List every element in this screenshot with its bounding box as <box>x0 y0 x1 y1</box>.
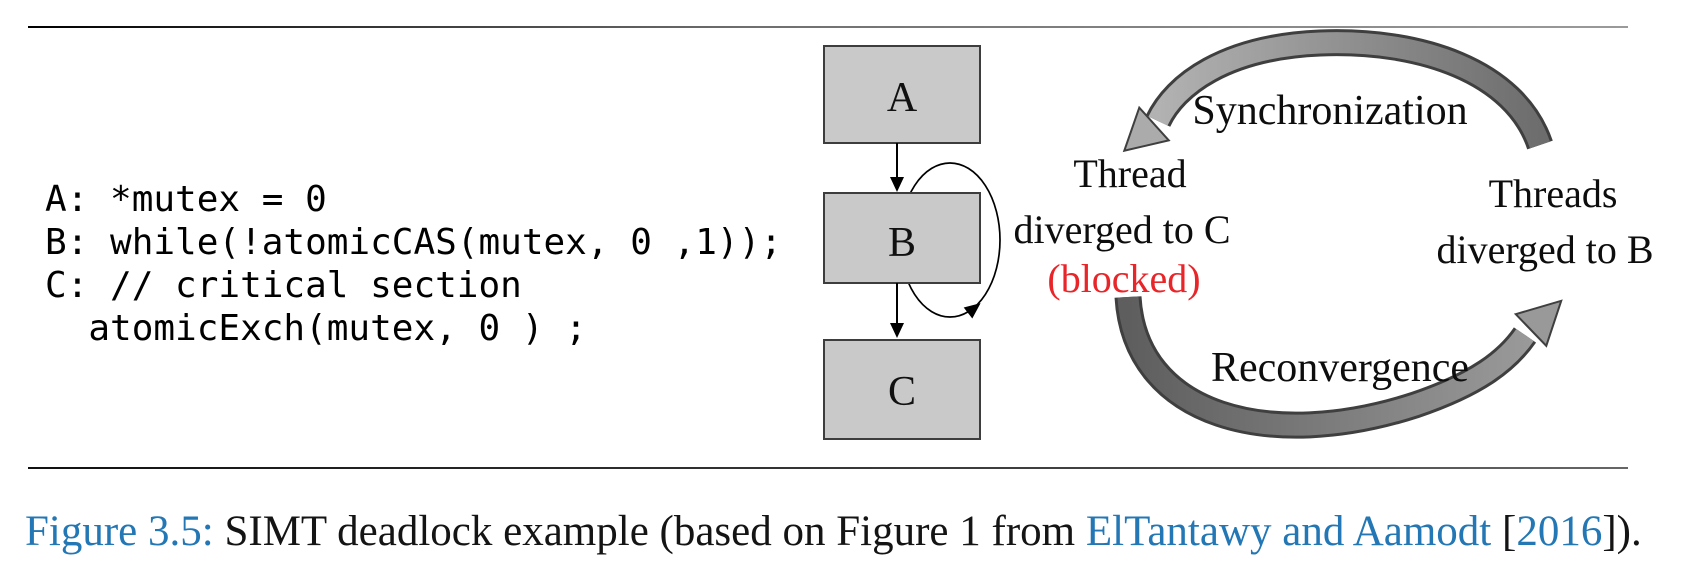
caption-bracket-open: [ <box>1491 508 1517 555</box>
synchronization-label: Synchronization <box>1192 88 1468 134</box>
code-line-a: A: *mutex = 0 <box>45 179 327 220</box>
flow-diagram: A B C <box>823 45 1001 440</box>
synchronization-arrow <box>1122 29 1553 153</box>
loop-arrowhead <box>963 303 981 319</box>
reconvergence-arrow <box>1114 295 1563 439</box>
figure-caption: Figure 3.5: SIMT deadlock example (based… <box>25 506 1685 558</box>
box-c-label: C <box>888 369 916 415</box>
box-b <box>823 192 981 284</box>
box-b-label: B <box>888 220 916 266</box>
reconvergence-label: Reconvergence <box>1210 345 1470 391</box>
arrowhead-b-c <box>890 323 904 338</box>
arrowhead-a-b <box>890 177 904 192</box>
caption-year-link[interactable]: 2016 <box>1516 508 1603 555</box>
code-line-c: C: // critical section <box>45 265 522 306</box>
top-rule <box>28 26 1628 28</box>
caption-citation-link[interactable]: ElTantawy and Aamodt <box>1085 508 1492 555</box>
caption-text: SIMT deadlock example (based on Figure 1… <box>224 508 1086 555</box>
cycle-arrows <box>1114 29 1563 439</box>
cycle-diagram: Synchronization Thread diverged to C (bl… <box>1013 25 1689 450</box>
reconvergence-arrowhead <box>1513 299 1563 348</box>
blocked-label: (blocked) <box>1047 256 1201 301</box>
box-a-label: A <box>887 75 918 121</box>
box-a <box>823 45 981 144</box>
caption-figure-number: Figure 3.5: <box>25 508 225 555</box>
threads-state-line2: diverged to B <box>1436 227 1654 272</box>
code-line-d: atomicExch(mutex, 0 ) ; <box>45 308 587 349</box>
bottom-rule <box>28 467 1628 469</box>
code-line-b: B: while(!atomicCAS(mutex, 0 ,1)); <box>45 222 782 263</box>
threads-state-line1: Threads <box>1488 171 1618 216</box>
thread-state-line2: diverged to C <box>1013 207 1231 252</box>
box-c <box>823 339 981 440</box>
caption-closing: ]). <box>1602 508 1642 555</box>
thread-state-line1: Thread <box>1073 151 1187 196</box>
synchronization-arrowhead <box>1122 105 1171 153</box>
